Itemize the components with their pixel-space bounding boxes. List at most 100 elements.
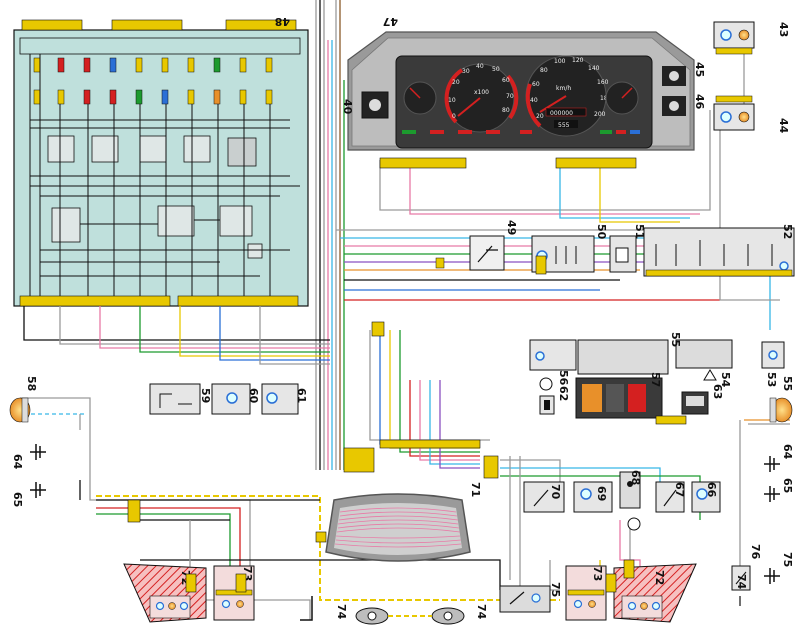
component-label: 64 [11, 454, 24, 470]
component-label: 71 [469, 482, 482, 497]
component-label: 61 [295, 388, 308, 403]
component-label: 46 [693, 94, 706, 110]
speedo-tick: 200 [594, 111, 606, 118]
module-55: 55 [529, 332, 733, 375]
speedo-tick: 100 [554, 58, 566, 65]
rear-lamp-72-left: 72 [123, 563, 207, 623]
component-label: 65 [781, 478, 794, 493]
rear-lamp-72-right: 72 [613, 563, 697, 623]
ground-65-left: 65 [11, 482, 46, 507]
component-label: 74 [735, 574, 748, 590]
switch-52: 52 [643, 224, 795, 277]
speedo-tick: 80 [540, 67, 548, 74]
component-label: 51 [633, 224, 646, 239]
component-label: 44 [777, 118, 790, 134]
lamp-56: 56 [539, 370, 570, 391]
mounting-block-48: 48 [13, 15, 309, 307]
component-label: 55 [781, 376, 794, 391]
ground-74-right: 74 [735, 574, 748, 606]
component-label: 59 [199, 388, 212, 403]
relay-68: 68 [619, 470, 642, 531]
block-connector-bottom [19, 295, 299, 307]
odometer: 000000 [550, 110, 573, 117]
tacho-tick: 0 [452, 113, 456, 120]
switch-75-bottom: 75 [499, 582, 562, 613]
switch-66: 66 [691, 481, 721, 513]
component-label: 52 [781, 224, 794, 239]
component-label: 72 [653, 570, 666, 585]
lamp-53: 53 [761, 341, 785, 387]
component-label: 43 [777, 22, 790, 37]
component-label: 69 [595, 486, 608, 501]
component-label: 62 [557, 386, 570, 401]
tacho-tick: 60 [502, 77, 510, 84]
component-label: 75 [781, 552, 794, 567]
switch-60: 60 [211, 383, 260, 415]
speed-unit: km/h [556, 85, 571, 92]
lamp-43: 43 [713, 21, 790, 55]
licence-lamp-74b: 74 [431, 604, 488, 625]
switch-62: 62 [539, 386, 570, 415]
component-label: 74 [335, 604, 348, 620]
component-label: 48 [275, 15, 290, 28]
component-label: 58 [25, 376, 38, 391]
component-label: 68 [629, 470, 642, 485]
tacho-tick: 40 [476, 63, 484, 70]
component-label: 57 [649, 372, 662, 387]
tacho-tick: 80 [502, 107, 510, 114]
component-label: 54 [719, 372, 732, 388]
switch-70: 70 [523, 481, 565, 513]
lamp-58: 58 [9, 376, 38, 423]
display-63: 63 [681, 384, 724, 415]
ground-75-right: 75 [764, 552, 794, 584]
block-internal-wiring [29, 54, 300, 300]
component-label: 53 [765, 372, 778, 387]
component-label: 50 [595, 224, 608, 240]
ground-64-left: 64 [11, 444, 46, 470]
component-label: 63 [711, 384, 724, 399]
switch-51: 51 [609, 224, 646, 273]
component-label: 47 [383, 15, 398, 28]
instrument-cluster-47: 0 10 20 30 40 50 60 70 80 x100 20 40 60 … [341, 15, 706, 169]
component-label: 74 [475, 604, 488, 620]
fuse-row-bottom [33, 89, 273, 105]
cluster-side-lamps [361, 66, 686, 119]
speedo-tick: 60 [532, 81, 540, 88]
warning-lamps [402, 130, 640, 134]
switch-49: 49 [435, 220, 518, 271]
speedo-tick: 120 [572, 57, 584, 64]
component-label: 75 [549, 582, 562, 597]
tacho-tick: 50 [492, 66, 500, 73]
component-label: 76 [749, 544, 762, 560]
tacho-tick: 70 [506, 93, 514, 100]
component-label: 56 [557, 370, 570, 386]
rear-lamp-73-left: 73 [213, 565, 255, 621]
component-label: 70 [549, 484, 562, 500]
switch-59: 59 [149, 383, 212, 415]
lamp-44: 44 [713, 95, 790, 134]
component-label: 73 [591, 566, 604, 581]
tacho-tick: 10 [448, 97, 456, 104]
speedo-tick: 140 [588, 65, 600, 72]
component-label: 67 [673, 482, 686, 497]
sensor-54: 54 [703, 369, 732, 388]
harness-connectors [127, 255, 687, 593]
component-label: 40 [341, 99, 354, 115]
switch-67: 67 [655, 481, 686, 513]
lamp-55-right: 55 [769, 376, 794, 423]
component-label: 64 [781, 444, 794, 460]
component-label: 65 [11, 492, 24, 507]
rpm-unit: x100 [474, 89, 489, 96]
rear-window-heater-71: 71 [325, 482, 482, 562]
tacho-tick: 30 [462, 68, 470, 75]
relay-group [47, 135, 263, 259]
switch-61: 61 [261, 383, 308, 415]
block-connector-top [21, 19, 297, 31]
licence-lamp-74a: 74 [335, 604, 389, 625]
speedo-tick: 20 [536, 113, 544, 120]
component-label: 55 [669, 332, 682, 347]
tacho-tick: 20 [452, 79, 460, 86]
fuse-row-top [33, 57, 273, 73]
rear-lamp-73-right: 73 [565, 565, 607, 621]
